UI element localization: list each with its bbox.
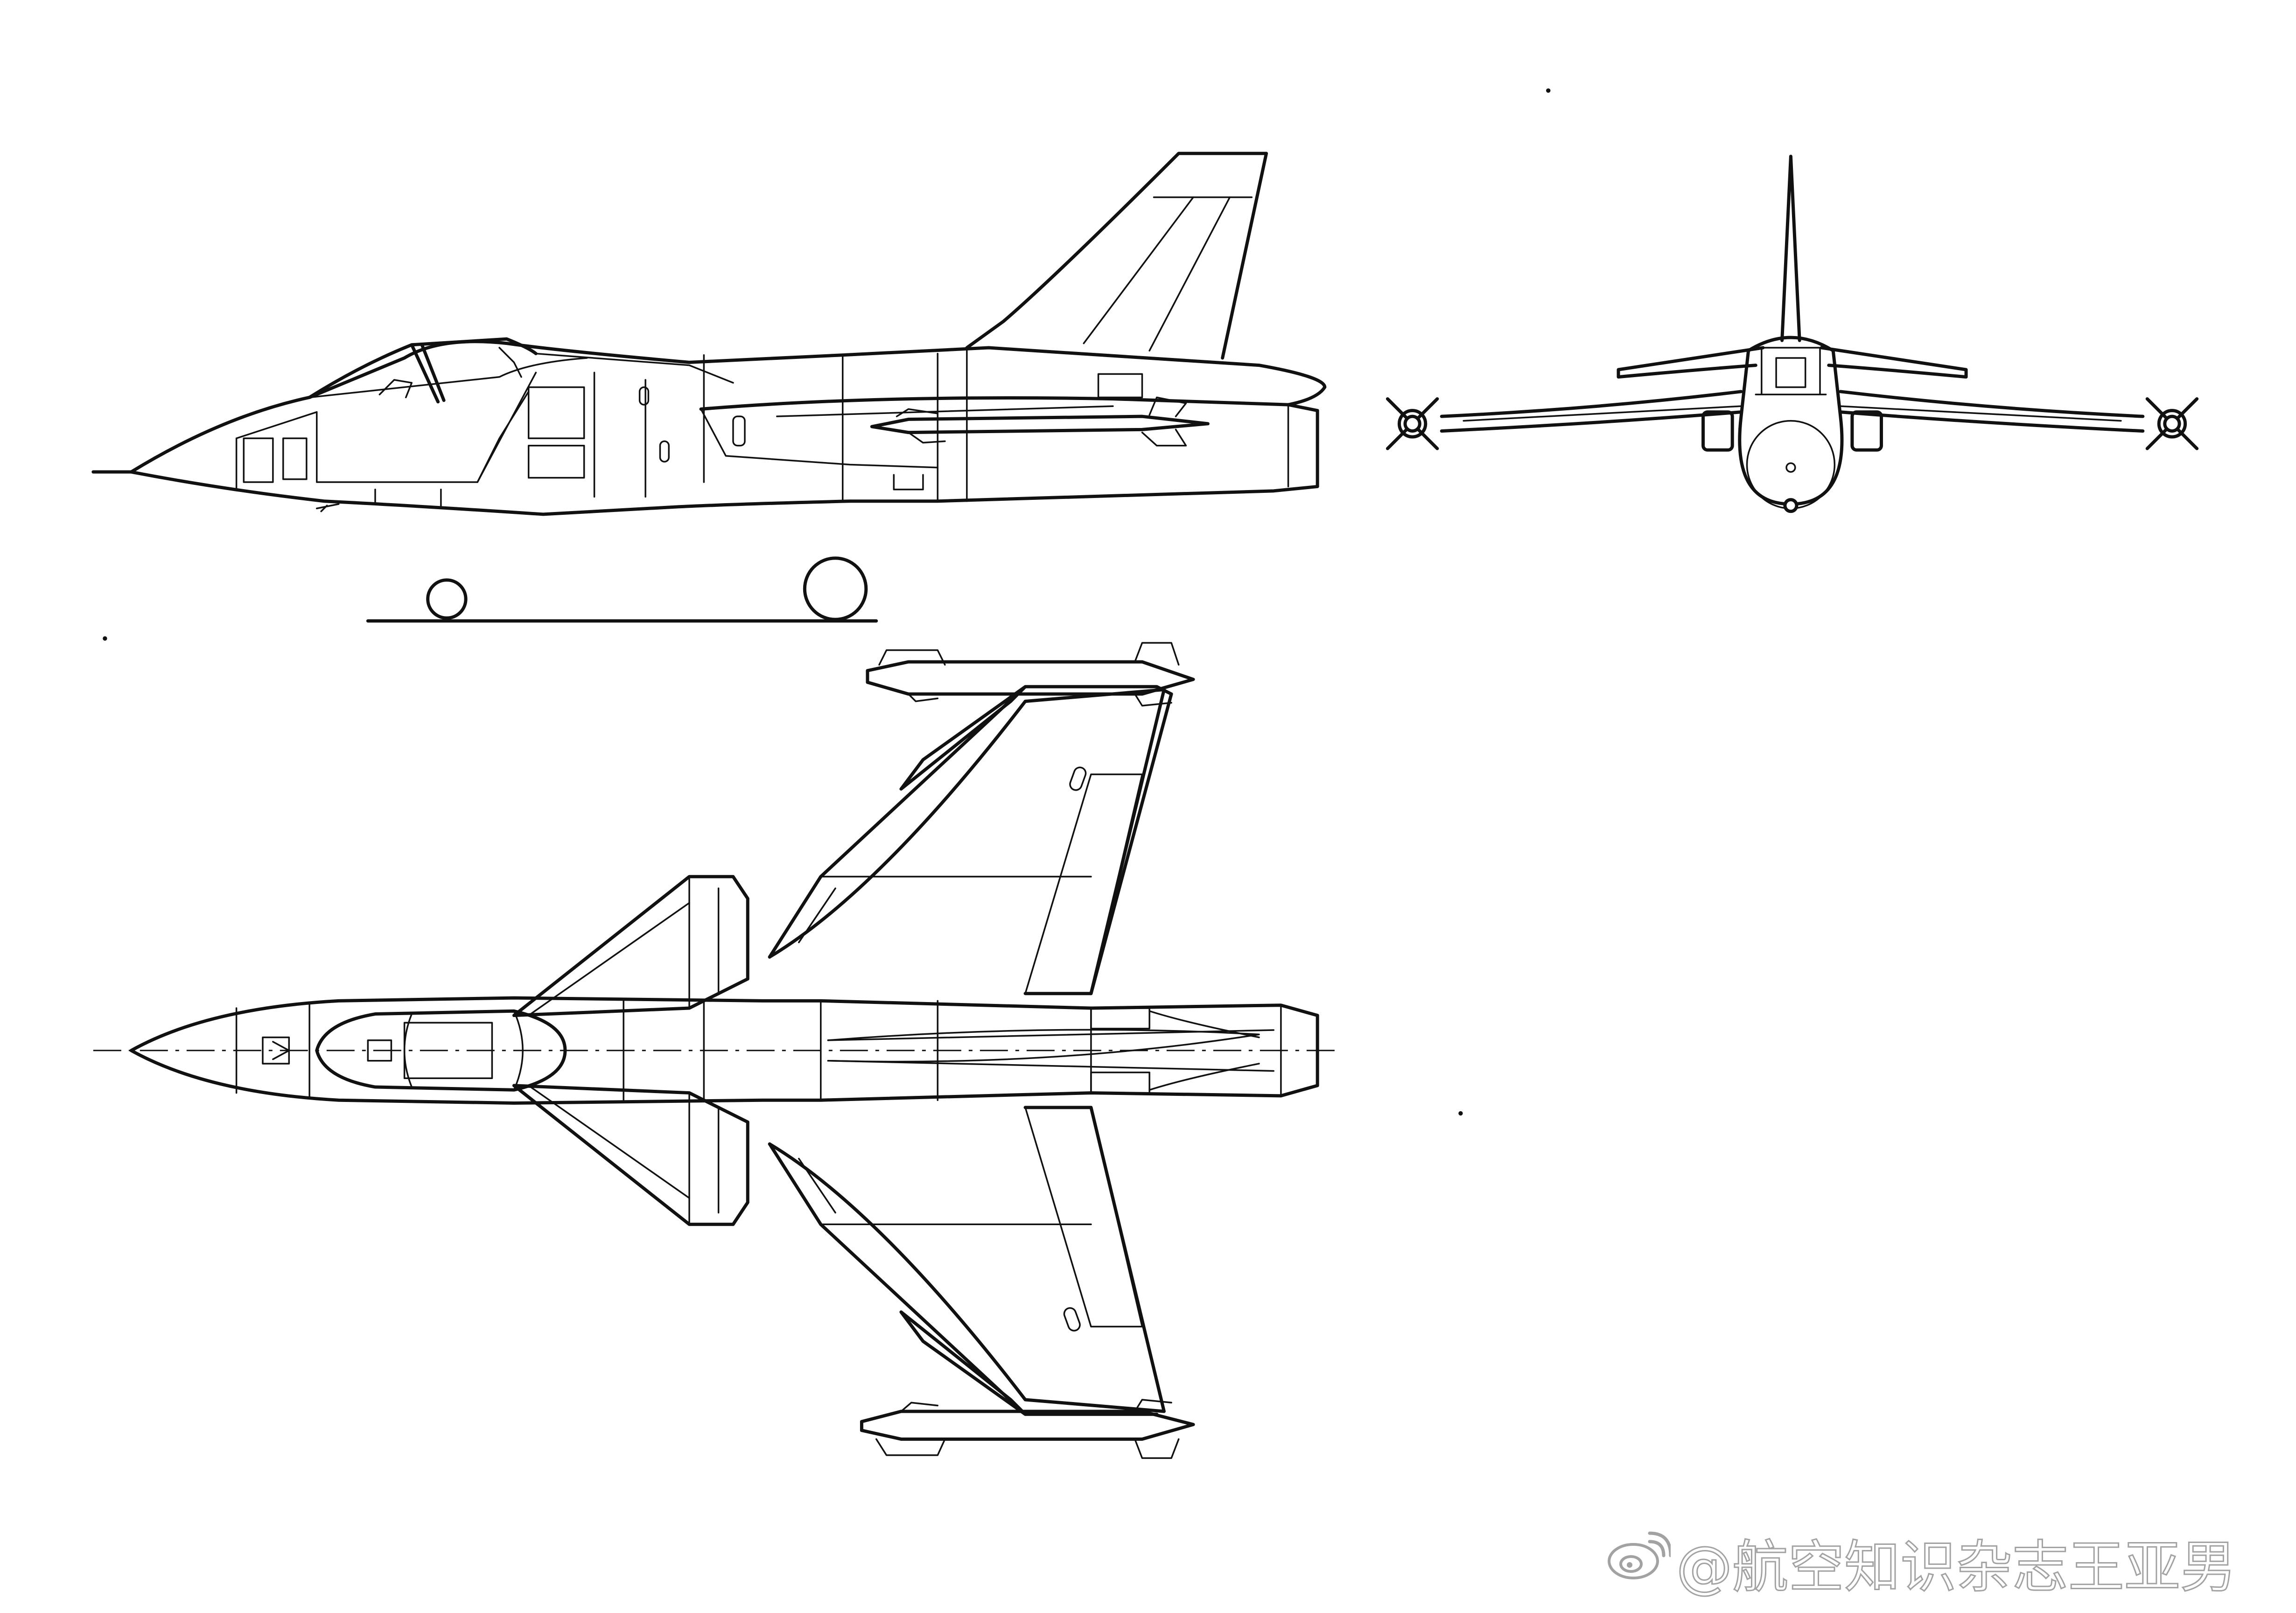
front-missile-left [1387, 399, 1437, 449]
side-fuselage-outline [93, 342, 1325, 514]
front-wing [1442, 392, 2143, 431]
side-wing-root [701, 398, 1288, 409]
front-horizontal-tail [1618, 348, 1966, 377]
top-view [93, 643, 1335, 1458]
weibo-logo-icon [1605, 1528, 1673, 1597]
watermark: @航空知识杂志王亚男 [1605, 1522, 2237, 1603]
top-fuselage [131, 998, 1317, 1103]
top-wing-upper [770, 687, 1171, 993]
side-main-wheel [805, 558, 866, 619]
front-intake-right [1852, 412, 1882, 450]
top-missile-upper [868, 662, 1193, 694]
front-view [1387, 156, 2197, 512]
side-vertical-tail [967, 154, 1267, 358]
front-vertical-tail [1782, 156, 1800, 340]
side-missile [872, 416, 1208, 432]
front-fuselage [1740, 337, 1842, 504]
side-canopy [309, 339, 536, 397]
side-view [93, 154, 1325, 621]
top-canopy [317, 1011, 565, 1090]
side-nose-wheel [428, 580, 466, 618]
top-canard-lower [514, 1086, 748, 1224]
top-canard-upper [514, 877, 748, 1015]
watermark-handle: @航空知识杂志王亚男 [1676, 1535, 2237, 1601]
front-missile-right [2147, 399, 2197, 449]
front-intake-left [1703, 412, 1733, 450]
top-missile-lower [861, 1411, 1193, 1439]
